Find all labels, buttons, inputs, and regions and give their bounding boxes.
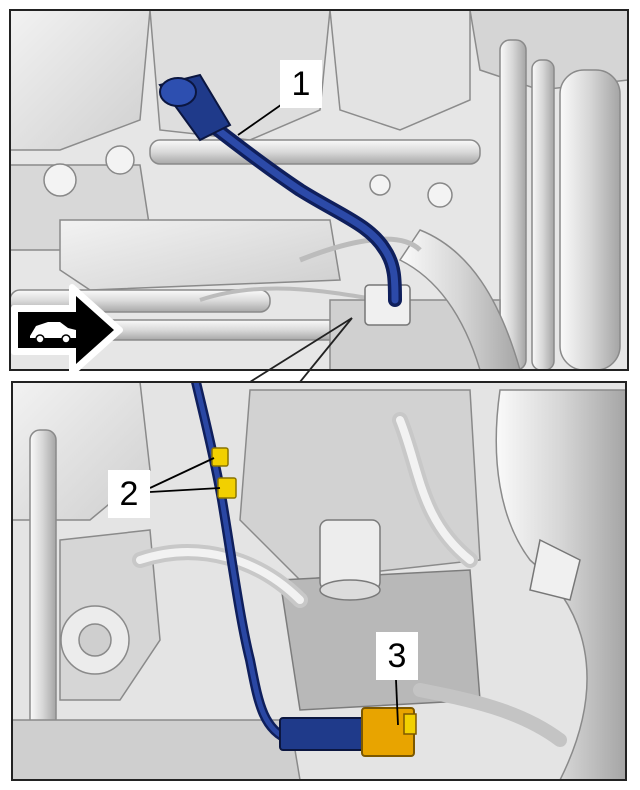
harness-connector-bottom bbox=[279, 707, 417, 757]
callout-1-label: 1 bbox=[292, 65, 311, 103]
callout-3-label: 3 bbox=[388, 637, 407, 675]
callout-2: 2 bbox=[108, 457, 221, 518]
harness-connector-top bbox=[158, 73, 232, 142]
top-panel-frame bbox=[9, 9, 629, 371]
callout-1: 1 bbox=[237, 60, 322, 136]
harness-clips bbox=[211, 447, 237, 499]
vehicle-forward-arrow-icon bbox=[11, 284, 123, 376]
zoom-indicator-lines bbox=[249, 317, 353, 383]
callout-3: 3 bbox=[376, 632, 418, 726]
detail-panel-frame bbox=[11, 381, 627, 781]
callout-2-label: 2 bbox=[120, 475, 139, 513]
detail-view-panel bbox=[12, 382, 626, 780]
